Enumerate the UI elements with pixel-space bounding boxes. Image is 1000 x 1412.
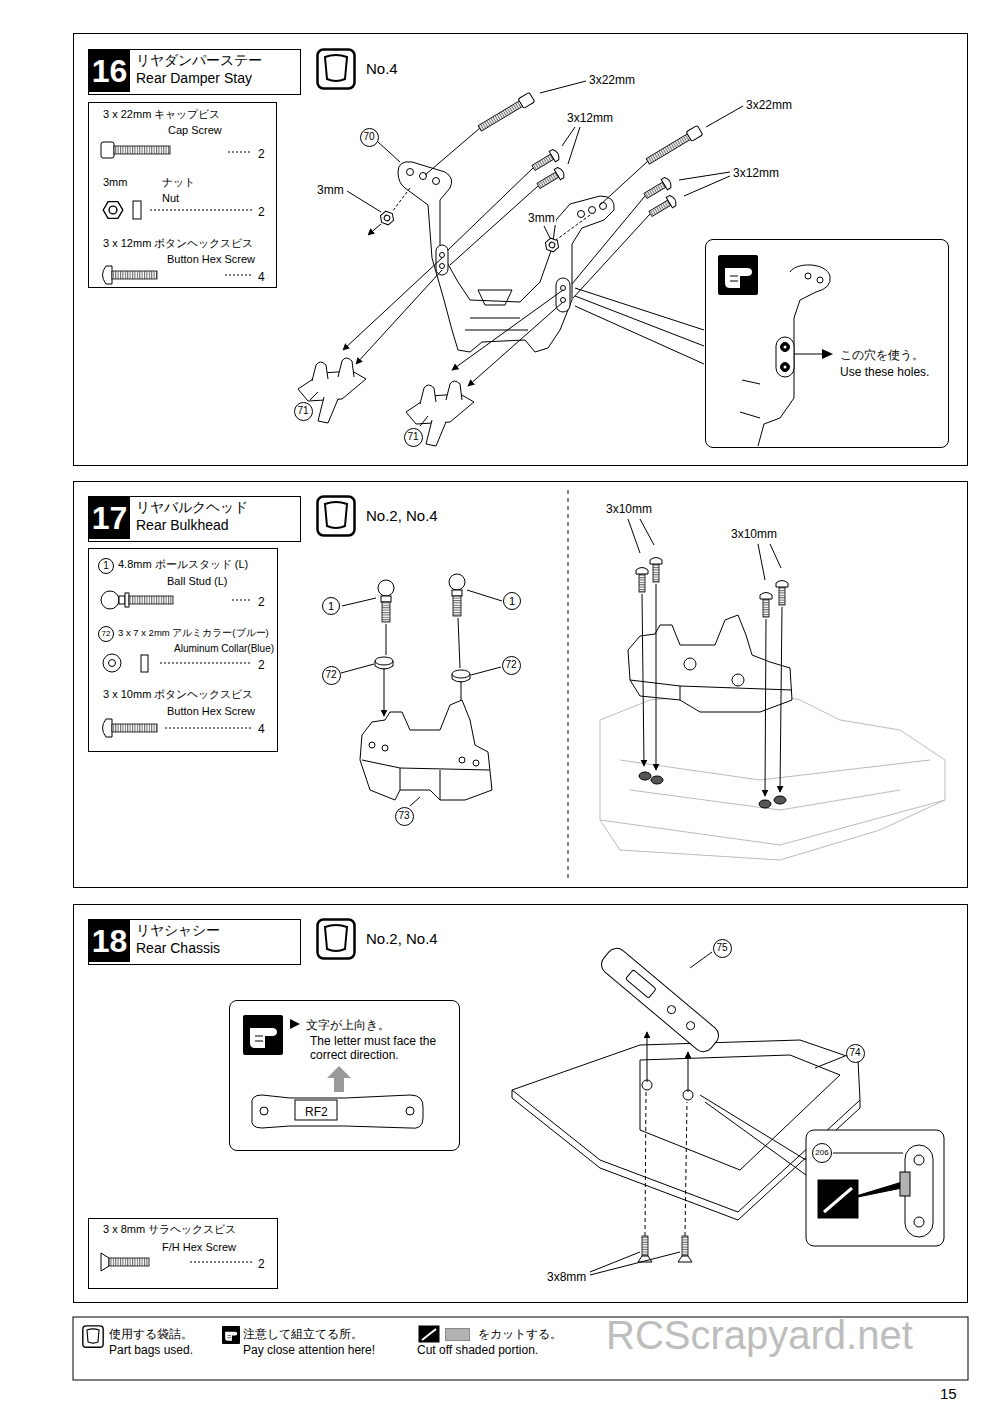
step-number: 18: [89, 920, 130, 962]
step-title: Rear Bulkhead: [136, 517, 229, 534]
quantity: 4: [258, 270, 265, 284]
part-text: Button Hex Screw: [167, 705, 255, 718]
part-text: Ball Stud (L): [167, 575, 228, 588]
part-text: 3 x 22mm キャップビス: [103, 108, 220, 121]
part-text: Aluminum Collar(Blue): [174, 643, 274, 655]
callout-number: 206: [812, 1143, 832, 1163]
part-text: 3 x 7 x 2mm アルミカラー(ブルー): [118, 627, 269, 638]
part-text: Nut: [162, 192, 179, 205]
quantity: 2: [258, 147, 265, 161]
callout-number: 73: [395, 807, 414, 826]
dimension-label: 3x22mm: [745, 98, 793, 112]
step-panel: No.4 16 リヤダンパーステーRear Damper Stay 3 x 22mm …: [73, 33, 968, 466]
quantity: 2: [258, 205, 265, 219]
step-title: リヤダンパーステー: [136, 52, 262, 69]
part-text: 3 x 8mm サラヘックスビス: [103, 1223, 236, 1236]
parts-list: 3 x 22mm キャップビス Cap Screw 2 3mm ナット Nut 2 3 x 1…: [88, 102, 277, 288]
callout-number: 1: [98, 558, 114, 574]
step-header: 17 リヤバルクヘッドRear Bulkhead: [88, 496, 301, 542]
attention-note: 文字が上向き。 The letter must face the correct …: [229, 1000, 460, 1151]
part-text: Use these holes.: [840, 365, 929, 379]
step-panel: No.2, No.4 17 リヤバルクヘッドRear Bulkhead 1 4.8mm …: [73, 481, 968, 888]
legend-text: をカットする。 Cut off shaded portion.: [417, 1326, 564, 1358]
bag-number: No.4: [366, 60, 398, 78]
callout-number: 1: [322, 597, 340, 615]
callout-number: 1: [503, 592, 521, 610]
dimension-label: 3x10mm: [605, 502, 653, 516]
quantity: 4: [258, 722, 265, 736]
step-header: 18 リヤシャシーRear Chassis: [88, 919, 301, 965]
part-text: 3 x 10mm ボタンヘックスビス: [103, 688, 253, 701]
callout-number: 71: [404, 428, 423, 447]
bulkhead-drawing: [341, 490, 945, 880]
part-text: Button Hex Screw: [167, 253, 255, 266]
rear-chassis-drawing: [243, 944, 944, 1275]
dimension-label: 3x12mm: [566, 111, 614, 125]
part-text: 文字が上向き。: [306, 1018, 390, 1032]
page-number: 15: [940, 1385, 957, 1403]
callout-number: 75: [713, 939, 732, 958]
dimension-label: 3mm: [316, 183, 345, 197]
callout-number: 72: [502, 656, 521, 675]
part-text: 3mm: [103, 176, 127, 189]
dimension-label: 3mm: [527, 211, 556, 225]
parts-list: 1 4.8mm ボールスタッド (L) Ball Stud (L) 2 72 3 x 7 …: [88, 548, 278, 752]
callout-number: 74: [846, 1044, 865, 1063]
callout-number: 71: [294, 402, 313, 421]
step-title: リヤシャシー: [136, 922, 220, 939]
step-title: Rear Chassis: [136, 940, 220, 957]
quantity: 2: [258, 595, 265, 609]
part-text: 3 x 12mm ボタンヘックスビス: [103, 237, 253, 250]
legend-text: 使用する袋詰。 Part bags used.: [109, 1326, 196, 1358]
bag-number: No.2, No.4: [366, 930, 438, 948]
callout-number: 72: [98, 626, 114, 642]
step-title: Rear Damper Stay: [136, 70, 252, 87]
part-marking: RF2: [305, 1105, 328, 1119]
dimension-label: 3x12mm: [732, 166, 780, 180]
bag-number: No.2, No.4: [366, 507, 438, 525]
quantity: 2: [258, 1257, 265, 1271]
legend-swatch: [445, 1328, 470, 1341]
part-text: この穴を使う。: [840, 348, 924, 362]
parts-list: 3 x 8mm サラヘックスビス F/H Hex Screw 2: [88, 1218, 278, 1289]
dimension-label: 3x10mm: [730, 527, 778, 541]
part-text: The letter must face the correct directi…: [310, 1034, 456, 1063]
step-number: 16: [89, 50, 130, 92]
legend-text: 注意して組立てる所。 Pay close attention here!: [243, 1326, 378, 1358]
quantity: 2: [258, 658, 265, 672]
step-header: 16 リヤダンパーステーRear Damper Stay: [88, 49, 301, 95]
part-text: F/H Hex Screw: [162, 1241, 236, 1254]
callout-number: 72: [322, 666, 341, 685]
dimension-label: 3x8mm: [546, 1270, 587, 1284]
step-number: 17: [89, 497, 130, 539]
step-panel: No.2, No.4 18 リヤシャシーRear Chassis 文字が上向き。 The…: [73, 904, 968, 1303]
part-text: 4.8mm ボールスタッド (L): [118, 558, 248, 571]
part-text: Cap Screw: [168, 124, 222, 137]
step-title: リヤバルクヘッド: [136, 499, 248, 516]
callout-number: 70: [360, 128, 379, 147]
damper-stay-drawing: [298, 81, 833, 446]
watermark: RCScrapyard.net: [606, 1311, 913, 1359]
dimension-label: 3x22mm: [588, 73, 636, 87]
attention-note: この穴を使う。 Use these holes.: [705, 239, 949, 448]
part-text: ナット: [162, 176, 195, 189]
